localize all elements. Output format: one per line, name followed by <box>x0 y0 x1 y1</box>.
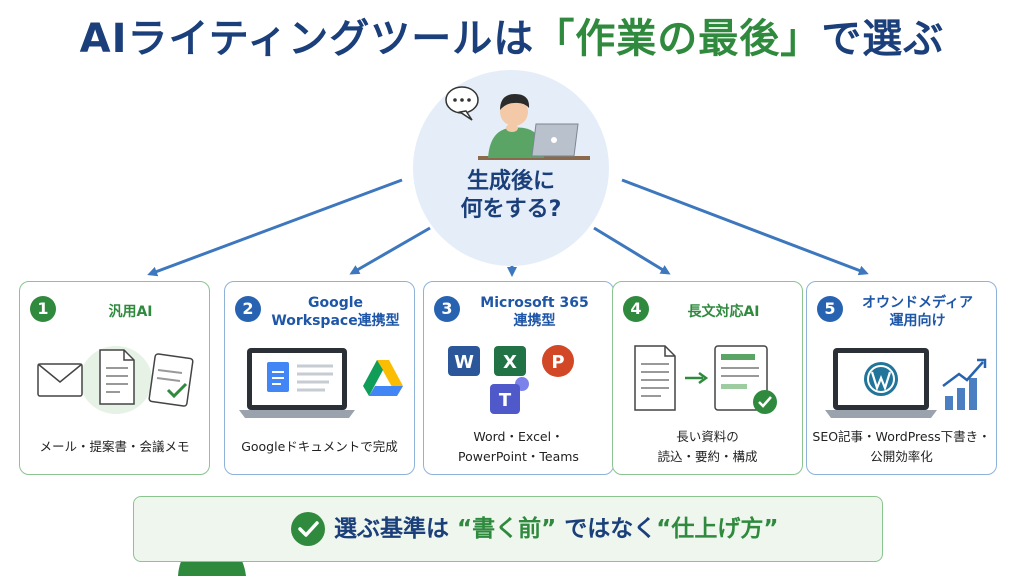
teams-letter: T <box>499 390 512 411</box>
word-icon: W <box>448 346 480 376</box>
powerpoint-icon: P <box>542 345 574 377</box>
card-number: 3 <box>434 296 460 322</box>
word-letter: W <box>454 352 474 373</box>
card-microsoft-365: 3 Microsoft 365 連携型 W X P T Word・Excel・ … <box>423 281 614 475</box>
banner-q1: “書く前” <box>457 516 557 542</box>
arrow-to-card-1 <box>147 178 403 277</box>
teams-icon: T <box>490 377 529 414</box>
card-number: 1 <box>30 296 56 322</box>
card-description: SEO記事・WordPress下書き・ 公開効率化 <box>812 429 991 464</box>
long-document-icon <box>634 345 676 411</box>
card-title: Microsoft 365 連携型 <box>480 295 589 329</box>
card-description: 長い資料の 読込・要約・構成 <box>657 429 758 464</box>
arrow-to-card-4 <box>593 226 671 275</box>
card-number: 2 <box>235 296 261 322</box>
card-illustration <box>37 346 194 414</box>
title-suffix: で選ぶ <box>821 16 945 62</box>
center-line-1: 生成後に <box>466 169 555 194</box>
banner-mid: ではなく <box>564 516 657 542</box>
speech-bubble-icon <box>445 86 479 121</box>
check-circle-icon <box>291 512 325 546</box>
laptop-icon <box>531 123 579 157</box>
laptop-wordpress-icon <box>825 348 937 418</box>
notepad-check-icon <box>148 353 194 407</box>
card-description: メール・提案書・会議メモ <box>39 439 190 454</box>
card-title: 汎用AI <box>108 304 153 320</box>
title-prefix: AIライティングツールは <box>79 16 535 62</box>
card-title: Google Workspace連携型 <box>271 295 400 329</box>
card-illustration <box>239 348 403 418</box>
powerpoint-letter: P <box>551 352 564 373</box>
growth-chart-icon <box>942 358 987 410</box>
card-owned-media: 5 オウンドメディア 運用向け SEO記事・WordPress下書き・ 公開効率… <box>806 281 997 475</box>
center-line-2: 何をする? <box>460 197 562 222</box>
banner-prefix: 選ぶ基準は <box>334 516 449 542</box>
bottom-banner: 選ぶ基準は “書く前” ではなく“仕上げ方” <box>133 496 883 562</box>
document-icon <box>99 349 135 405</box>
card-illustration: W X P T <box>448 345 574 414</box>
card-description: Word・Excel・ PowerPoint・Teams <box>458 429 579 464</box>
thinking-person-illustration <box>445 86 590 160</box>
card-google-workspace: 2 Google Workspace連携型 Googleドキュメントで完成 <box>224 281 415 475</box>
banner-message: 選ぶ基準は “書く前” ではなく“仕上げ方” <box>334 512 779 546</box>
center-question: 生成後に 何をする? <box>413 168 609 224</box>
google-drive-icon <box>363 360 403 396</box>
laptop-google-docs-icon <box>239 348 355 418</box>
card-illustration <box>825 348 987 418</box>
arrow-to-card-2 <box>349 226 431 275</box>
banner-q2: “仕上げ方” <box>656 516 779 542</box>
card-title: オウンドメディア 運用向け <box>861 295 974 329</box>
card-number: 4 <box>623 296 649 322</box>
excel-icon: X <box>494 346 526 376</box>
summary-check-icon <box>714 345 777 414</box>
card-number: 5 <box>817 296 843 322</box>
page-title: AIライティングツールは「作業の最後」で選ぶ <box>0 6 1024 64</box>
arrow-to-card-5 <box>621 178 869 276</box>
arrow-right-icon <box>685 371 709 385</box>
envelope-icon <box>37 363 83 397</box>
card-illustration <box>634 345 777 414</box>
card-long-text-ai: 4 長文対応AI 長い資料の 読込・要約・構成 <box>612 281 803 475</box>
card-description: Googleドキュメントで完成 <box>241 439 398 454</box>
card-general-ai: 1 汎用AI メール・提案書・会議メモ <box>19 281 210 475</box>
title-highlight: 「作業の最後」 <box>534 16 822 62</box>
card-title: 長文対応AI <box>687 304 760 320</box>
excel-letter: X <box>503 352 517 373</box>
